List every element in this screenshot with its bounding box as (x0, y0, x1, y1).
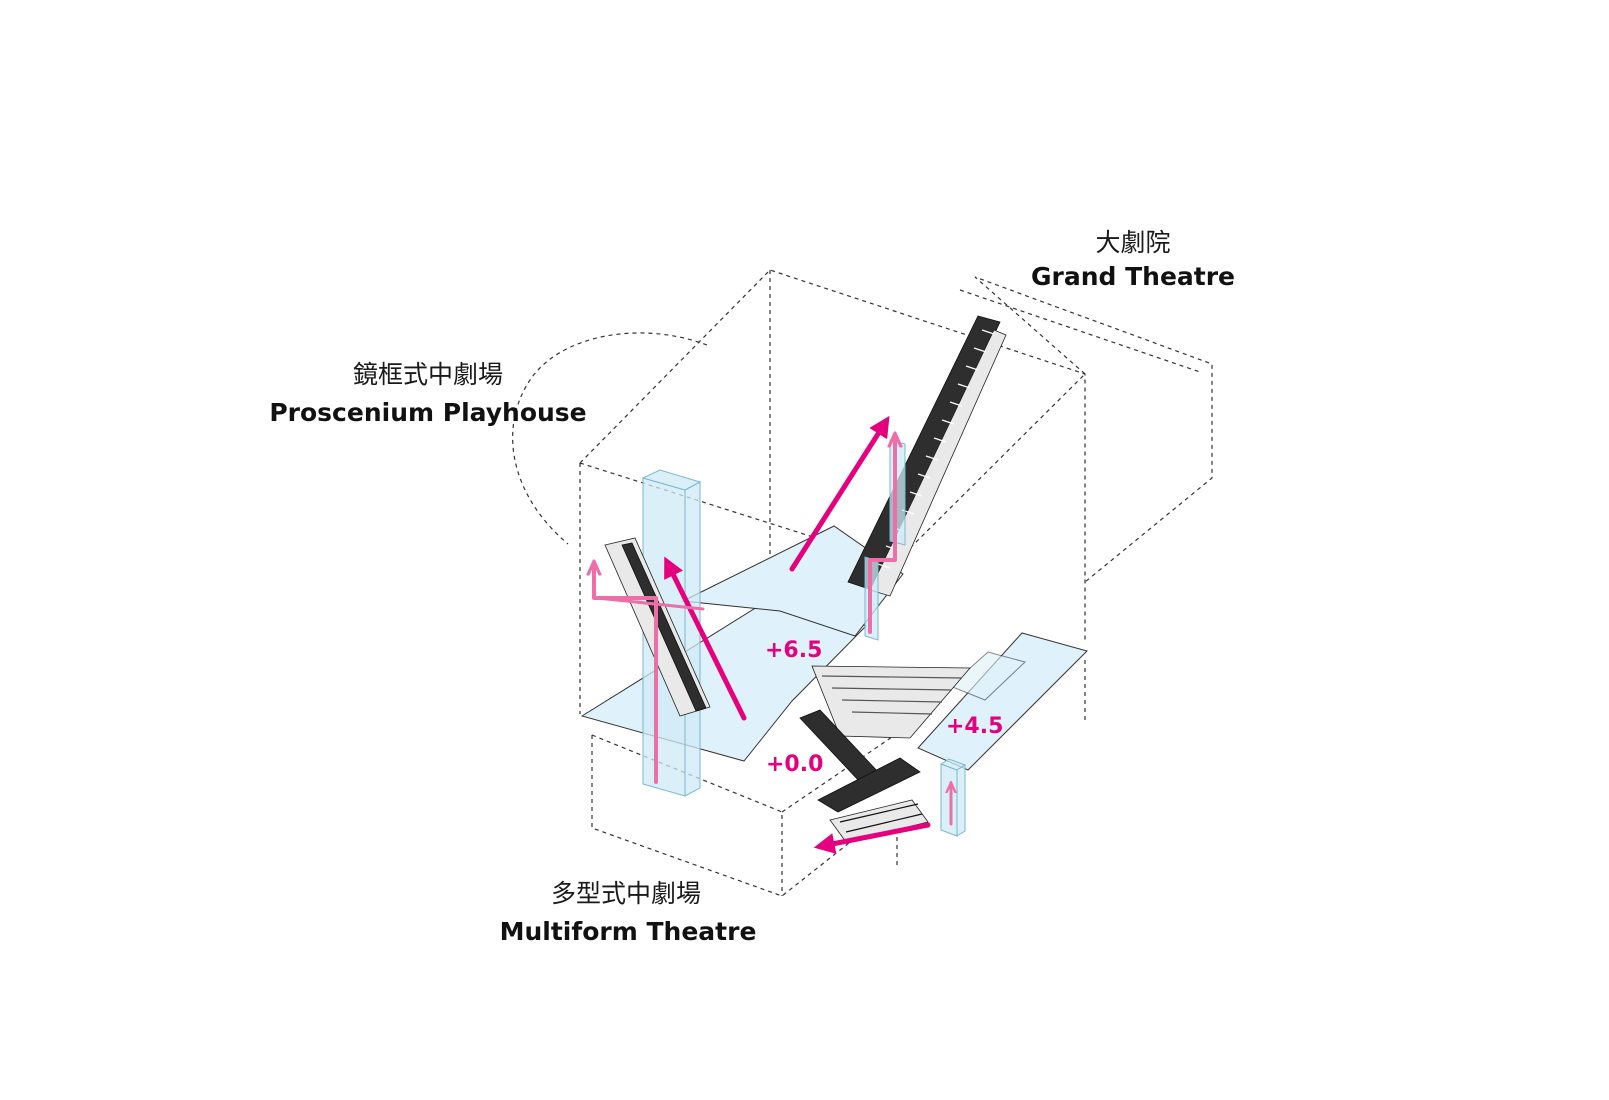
label-proscenium-playhouse: 鏡框式中劇場 Proscenium Playhouse (269, 360, 586, 427)
circulation-arrow-multiform-out (813, 822, 931, 854)
floor-slab-level-plus-4-5 (917, 632, 1088, 771)
circulation-arrow-proscenium-lift (594, 566, 658, 784)
label-grand-theatre: 大劇院 Grand Theatre (1031, 228, 1235, 291)
label-proscenium-playhouse-zh: 鏡框式中劇場 (353, 360, 503, 389)
level-label-plus-0-0: +0.0 (766, 752, 823, 777)
level-label-plus-6-5: +6.5 (765, 638, 822, 663)
lift-core-multiform (939, 758, 967, 837)
level-label-plus-4-5: +4.5 (946, 714, 1003, 739)
grand-theatre-volume-outline (959, 276, 1213, 583)
circulation-arrow-proscenium-up (664, 556, 747, 721)
circulation-arrows (594, 415, 951, 854)
label-proscenium-playhouse-en: Proscenium Playhouse (269, 398, 586, 427)
circulation-arrow-proscenium-landing (595, 596, 705, 611)
proscenium-drum-outline (512, 332, 708, 545)
label-multiform-theatre-zh: 多型式中劇場 (551, 879, 701, 908)
label-grand-theatre-zh: 大劇院 (1095, 228, 1170, 257)
label-multiform-theatre-en: Multiform Theatre (500, 917, 757, 946)
central-stairs (799, 665, 971, 843)
circulation-arrow-grand-lift (868, 438, 895, 634)
label-grand-theatre-en: Grand Theatre (1031, 262, 1235, 291)
label-multiform-theatre: 多型式中劇場 Multiform Theatre (500, 879, 757, 946)
grand-theatre-escalator (847, 315, 1007, 597)
circulation-arrow-grand-up (789, 415, 890, 572)
